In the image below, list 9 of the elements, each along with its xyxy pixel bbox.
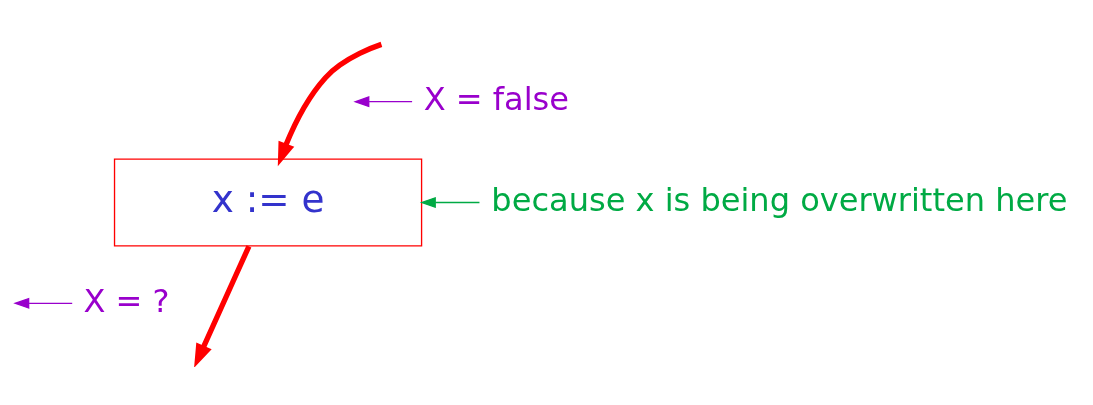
node-box: x := e bbox=[113, 158, 423, 247]
node-text: X = false bbox=[423, 79, 570, 118]
arrow bbox=[419, 196, 481, 209]
arrow bbox=[194, 245, 252, 367]
arrow bbox=[13, 297, 73, 309]
node-text: X = ? bbox=[83, 281, 170, 320]
arrow bbox=[277, 41, 383, 167]
arrow bbox=[353, 96, 413, 108]
node-text: because x is being overwritten here bbox=[491, 180, 1068, 219]
